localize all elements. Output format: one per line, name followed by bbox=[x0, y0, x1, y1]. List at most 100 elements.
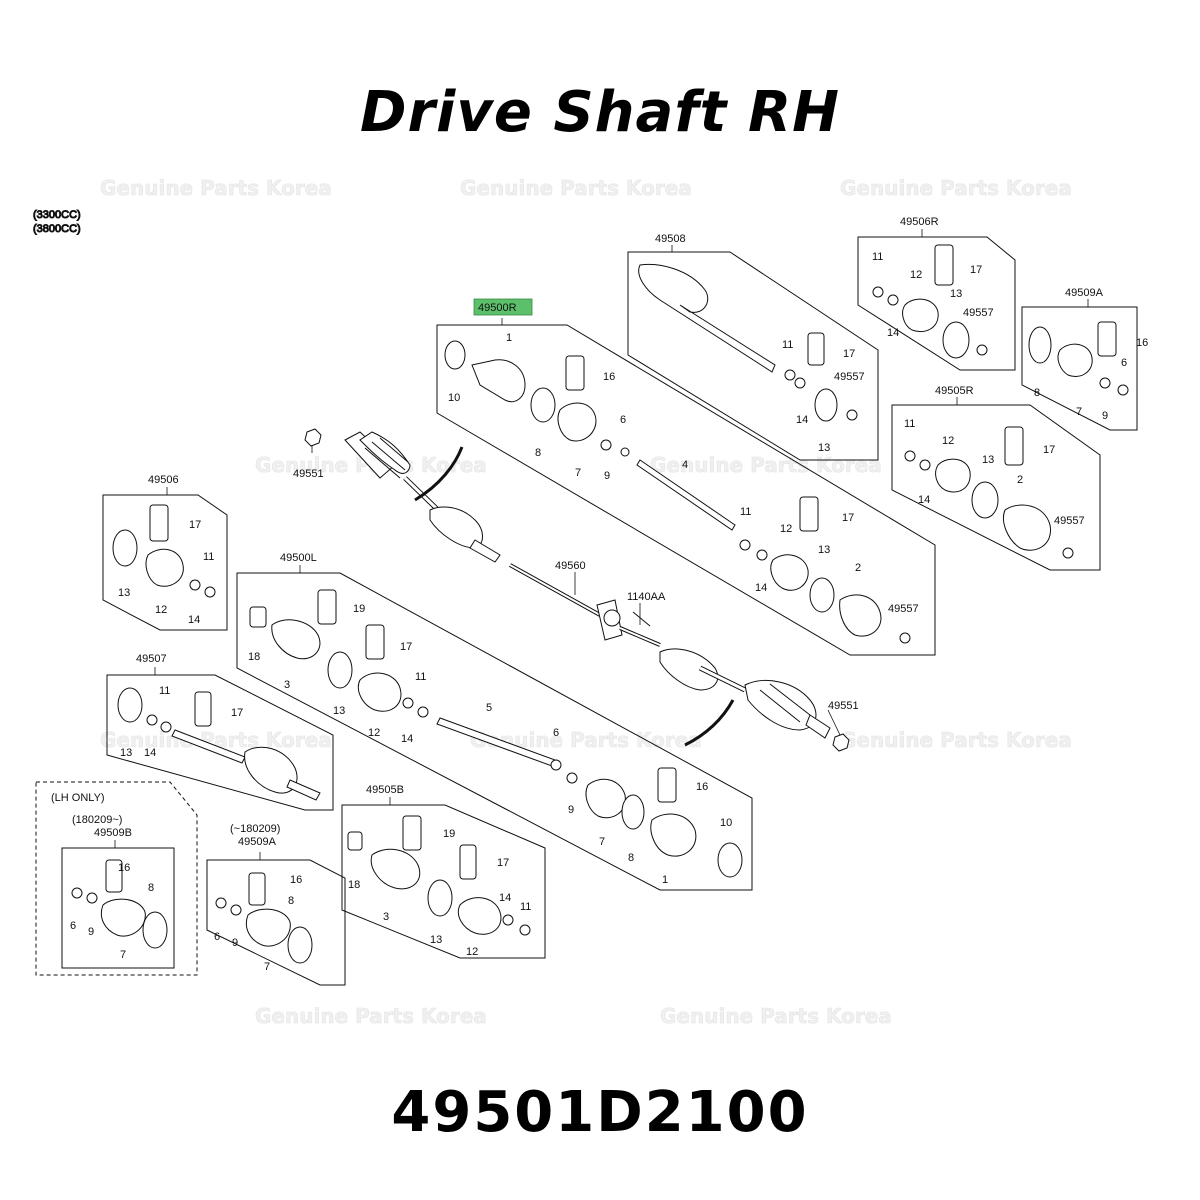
callout-8: 8 bbox=[535, 447, 541, 459]
highlight-49500R bbox=[473, 298, 533, 316]
boot-7 bbox=[557, 402, 597, 442]
main-drive-shaft bbox=[344, 431, 831, 747]
watermark: Genuine Parts Korea bbox=[840, 176, 1072, 200]
callout-13: 13 bbox=[430, 934, 442, 946]
callout-18: 18 bbox=[248, 651, 260, 663]
label-49557: 49557 bbox=[888, 603, 919, 615]
label-49500R: 49500R bbox=[478, 302, 517, 314]
label-49505R: 49505R bbox=[935, 385, 974, 397]
label-49506: 49506 bbox=[148, 474, 179, 486]
callout-8: 8 bbox=[148, 882, 154, 894]
label-49560: 49560 bbox=[555, 560, 586, 572]
label-1140AA: 1140AA bbox=[627, 591, 666, 603]
callout-5: 5 bbox=[486, 702, 492, 714]
callout-11: 11 bbox=[872, 251, 883, 263]
callout-6: 6 bbox=[620, 414, 626, 426]
watermark: Genuine Parts Korea bbox=[840, 728, 1072, 752]
frame-49500R bbox=[436, 324, 936, 656]
clip-11a bbox=[739, 539, 751, 551]
date-to-note: (~180209) bbox=[230, 823, 280, 835]
watermark: Genuine Parts Korea bbox=[660, 1004, 892, 1028]
labels: 49500R 49508 49506R 49509A 49505R 49506 … bbox=[51, 216, 1148, 973]
callout-16: 16 bbox=[118, 862, 130, 874]
lh-only-note: (LH ONLY) bbox=[51, 792, 105, 804]
callout-8: 8 bbox=[1034, 387, 1040, 399]
label-49500L: 49500L bbox=[280, 552, 317, 564]
callout-17: 17 bbox=[497, 857, 509, 869]
callout-17: 17 bbox=[843, 348, 855, 360]
callout-2: 2 bbox=[855, 562, 861, 574]
frame-49509A-left bbox=[206, 859, 346, 986]
outer-joint-1 bbox=[471, 359, 526, 403]
callout-6: 6 bbox=[553, 727, 559, 739]
callout-11: 11 bbox=[159, 685, 170, 697]
ring-13a bbox=[809, 577, 835, 613]
callout-14: 14 bbox=[401, 733, 413, 745]
callout-17: 17 bbox=[231, 707, 243, 719]
callout-19: 19 bbox=[353, 603, 365, 615]
part-number: 49501D2100 bbox=[391, 1080, 809, 1145]
callout-3: 3 bbox=[383, 911, 389, 923]
label-49507: 49507 bbox=[136, 653, 167, 665]
engine-note-3300: (3300CC) bbox=[33, 209, 81, 221]
callout-7: 7 bbox=[120, 949, 126, 961]
callout-11: 11 bbox=[740, 506, 751, 518]
callout-11: 11 bbox=[520, 901, 531, 913]
ring-8 bbox=[530, 387, 556, 423]
frame-49505R bbox=[891, 404, 1101, 571]
callout-12: 12 bbox=[780, 523, 792, 535]
callout-14: 14 bbox=[755, 582, 767, 594]
label-49505B: 49505B bbox=[366, 784, 404, 796]
watermark: Genuine Parts Korea bbox=[255, 1004, 487, 1028]
callout-13: 13 bbox=[333, 705, 345, 717]
label-49551: 49551 bbox=[293, 468, 324, 480]
grease-17a bbox=[799, 496, 819, 532]
callout-9: 9 bbox=[604, 470, 610, 482]
label-49557: 49557 bbox=[1054, 515, 1085, 527]
callout-9: 9 bbox=[88, 926, 94, 938]
label-49557: 49557 bbox=[963, 307, 994, 319]
inner-joint-2 bbox=[839, 594, 882, 637]
callout-9: 9 bbox=[568, 804, 574, 816]
engine-note-3800: (3800CC) bbox=[33, 223, 81, 235]
callout-16: 16 bbox=[290, 874, 302, 886]
watermark: Genuine Parts Korea bbox=[100, 176, 332, 200]
callout-14: 14 bbox=[499, 892, 511, 904]
callout-7: 7 bbox=[599, 836, 605, 848]
callout-3: 3 bbox=[284, 679, 290, 691]
boot-12a bbox=[770, 554, 809, 591]
callout-16: 16 bbox=[603, 371, 615, 383]
callout-17: 17 bbox=[842, 512, 854, 524]
frame-49507 bbox=[106, 674, 334, 811]
watermark: Genuine Parts Korea bbox=[255, 453, 487, 477]
leader-lines bbox=[114, 229, 1089, 860]
callout-11: 11 bbox=[415, 671, 426, 683]
callout-14: 14 bbox=[887, 327, 899, 339]
callout-1: 1 bbox=[506, 332, 512, 344]
watermark: Genuine Parts Korea bbox=[460, 176, 692, 200]
label-49509A: 49509A bbox=[1065, 287, 1104, 299]
callout-13: 13 bbox=[118, 587, 130, 599]
part-glyphs bbox=[71, 244, 1129, 964]
callout-13: 13 bbox=[950, 288, 962, 300]
callout-16: 16 bbox=[1136, 337, 1148, 349]
callout-9: 9 bbox=[1102, 410, 1108, 422]
callout-11: 11 bbox=[782, 339, 793, 351]
grease-16 bbox=[565, 355, 585, 391]
frame-49506 bbox=[102, 494, 228, 631]
label-49506R: 49506R bbox=[900, 216, 939, 228]
callout-13: 13 bbox=[982, 454, 994, 466]
callout-8: 8 bbox=[288, 895, 294, 907]
seal-ring-10 bbox=[444, 340, 466, 370]
callout-14: 14 bbox=[144, 747, 156, 759]
callout-12: 12 bbox=[155, 604, 167, 616]
callout-18: 18 bbox=[348, 879, 360, 891]
callout-17: 17 bbox=[189, 519, 201, 531]
callout-13: 13 bbox=[818, 442, 830, 454]
callout-10: 10 bbox=[448, 392, 460, 404]
label-49509B: 49509B bbox=[94, 827, 132, 839]
callout-17: 17 bbox=[400, 641, 412, 653]
callout-12: 12 bbox=[942, 435, 954, 447]
callout-17: 17 bbox=[970, 264, 982, 276]
